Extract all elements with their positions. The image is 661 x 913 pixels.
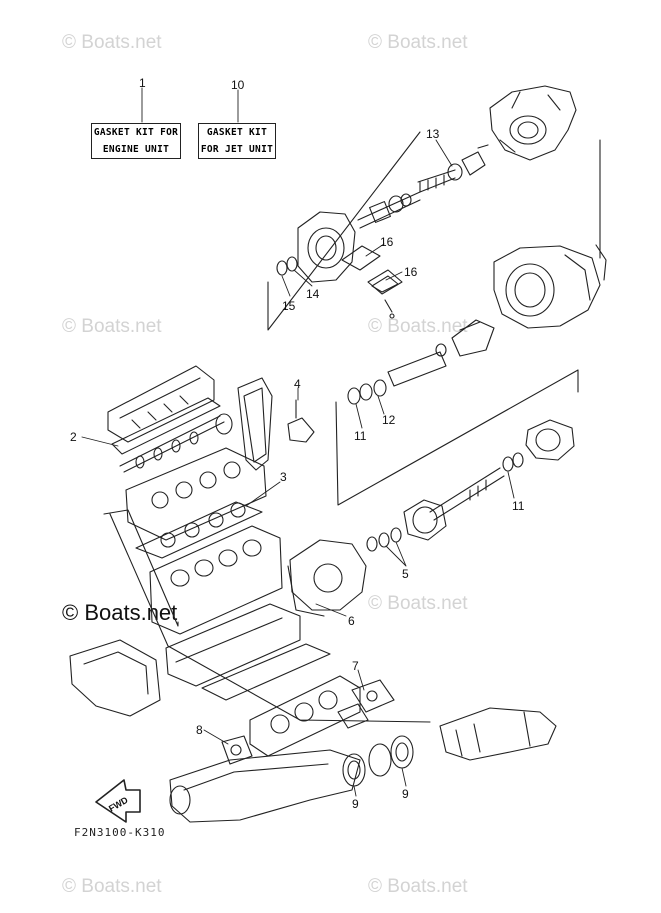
coupler xyxy=(403,499,447,541)
kit-jet-line2: FOR JET UNIT xyxy=(200,144,274,155)
cover-gasket xyxy=(111,397,221,455)
watermark: © Boats.net xyxy=(368,32,468,53)
callout-9a: 9 xyxy=(352,797,359,811)
oil-seal xyxy=(347,387,361,405)
gasket-kit-engine-label: GASKET KIT FOR ENGINE UNIT xyxy=(91,123,181,159)
callout-6: 6 xyxy=(348,614,355,628)
watermark: © Boats.net xyxy=(368,316,468,337)
oil-seal xyxy=(390,527,402,543)
side-cover xyxy=(69,639,161,717)
callout-16: 16 xyxy=(380,235,394,249)
callout-1: 1 xyxy=(139,76,146,90)
fwd-arrow-icon xyxy=(95,779,141,823)
gasket-9 xyxy=(342,735,414,787)
cylinder-head xyxy=(125,447,267,541)
callout-11a: 11 xyxy=(354,429,367,443)
callout-2: 2 xyxy=(70,430,77,444)
callout-15: 15 xyxy=(282,299,296,313)
watermark-dark: © Boats.net xyxy=(62,600,178,625)
fwd-label: FWD xyxy=(107,795,130,814)
bracket-line xyxy=(103,509,431,723)
watermark: © Boats.net xyxy=(62,32,162,53)
jet-outer-housing xyxy=(493,244,607,329)
bearing xyxy=(359,383,373,401)
callout-10: 10 xyxy=(231,78,245,92)
oil-seal xyxy=(286,256,298,272)
kit-engine-line2: ENGINE UNIT xyxy=(102,144,170,155)
gasket-16 xyxy=(341,245,403,319)
exhaust-gasket xyxy=(337,679,395,729)
jet-pump-housing xyxy=(489,85,577,161)
oil-seal xyxy=(378,532,390,548)
callout-8: 8 xyxy=(196,723,203,737)
callout-14: 14 xyxy=(306,287,320,301)
bracket-line xyxy=(335,369,579,506)
intermediate-housing xyxy=(297,211,356,283)
cylinder-block xyxy=(149,525,283,635)
bearing xyxy=(512,452,524,468)
cylinder-head-cover xyxy=(107,365,215,443)
callout-11b: 11 xyxy=(512,499,525,513)
exhaust-manifold xyxy=(249,675,361,757)
callout-3: 3 xyxy=(280,470,287,484)
callout-5: 5 xyxy=(402,567,409,581)
exhaust-hose xyxy=(439,707,557,761)
coupler-shaft xyxy=(387,319,495,387)
timing-chain xyxy=(237,377,273,471)
gasket-kit-jet-label: GASKET KIT FOR JET UNIT xyxy=(198,123,276,159)
callout-4: 4 xyxy=(294,377,301,391)
callout-16b: 16 xyxy=(404,265,418,279)
gasket-8 xyxy=(221,735,253,765)
oil-seal xyxy=(276,260,288,276)
callout-9b: 9 xyxy=(402,787,409,801)
coupling-housing xyxy=(525,419,575,461)
drive-shaft xyxy=(357,191,421,229)
diagram-code: F2N3100-K310 xyxy=(74,826,166,839)
watermark: © Boats.net xyxy=(62,316,162,337)
exhaust-pipe xyxy=(169,749,361,823)
chain-tensioner xyxy=(287,399,315,443)
head-gasket xyxy=(135,501,263,559)
oil-seal xyxy=(366,536,378,552)
kit-engine-line1: GASKET KIT FOR xyxy=(93,127,179,138)
generator-cover xyxy=(287,539,367,617)
callout-7: 7 xyxy=(352,659,359,673)
callout-12: 12 xyxy=(382,413,396,427)
watermark: © Boats.net xyxy=(368,876,468,897)
watermark: © Boats.net xyxy=(368,593,468,614)
watermark: © Boats.net xyxy=(62,876,162,897)
crankcase xyxy=(165,603,301,687)
bearing xyxy=(373,379,387,397)
bearing xyxy=(502,456,514,472)
bracket-line xyxy=(267,131,601,331)
kit-jet-line1: GASKET KIT xyxy=(206,127,268,138)
crankcase-gasket xyxy=(201,643,331,701)
impeller xyxy=(417,144,489,193)
output-shaft xyxy=(429,467,505,521)
callout-13: 13 xyxy=(426,127,440,141)
camshaft xyxy=(119,413,233,473)
